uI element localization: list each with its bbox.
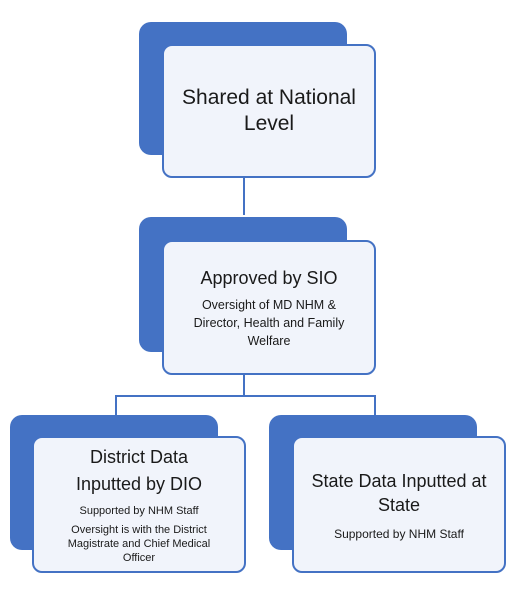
node-national-title-line2: Level xyxy=(243,112,295,135)
node-district-oversight-line3: Officer xyxy=(122,552,156,564)
node-district-title-line2: Inputted by DIO xyxy=(75,474,203,494)
node-sio-title: Approved by SIO xyxy=(200,267,338,288)
node-sio-subtitle-line1: Oversight of MD NHM & xyxy=(201,297,337,312)
node-national-title-line1: Shared at National xyxy=(182,86,356,109)
node-district-support: Supported by NHM Staff xyxy=(79,505,199,517)
node-sio-subtitle-line3: Welfare xyxy=(247,333,291,348)
connector-sio-down xyxy=(243,375,245,397)
node-state-box: State Data Inputted at State Supported b… xyxy=(292,436,506,573)
node-national-box: Shared at National Level xyxy=(162,44,376,178)
node-sio-box: Approved by SIO Oversight of MD NHM & Di… xyxy=(162,240,376,375)
node-district-oversight: Oversight is with the District Magistrat… xyxy=(68,523,210,565)
connector-horizontal xyxy=(115,395,376,397)
node-state-title-line1: State Data Inputted at xyxy=(311,470,487,491)
connector-right-drop xyxy=(374,395,376,415)
node-district-oversight-line2: Magistrate and Chief Medical xyxy=(67,538,211,550)
node-sio-subtitle: Oversight of MD NHM & Director, Health a… xyxy=(194,296,345,350)
connector-national-sio xyxy=(243,177,245,215)
node-state-support: Supported by NHM Staff xyxy=(334,526,464,541)
node-state-title-line2: State xyxy=(377,494,421,515)
node-sio-subtitle-line2: Director, Health and Family xyxy=(193,315,345,330)
connector-left-drop xyxy=(115,395,117,415)
node-district-oversight-line1: Oversight is with the District xyxy=(71,524,207,536)
node-district-title-line1: District Data xyxy=(89,447,188,467)
node-district-box: District Data Inputted by DIO Supported … xyxy=(32,436,246,573)
